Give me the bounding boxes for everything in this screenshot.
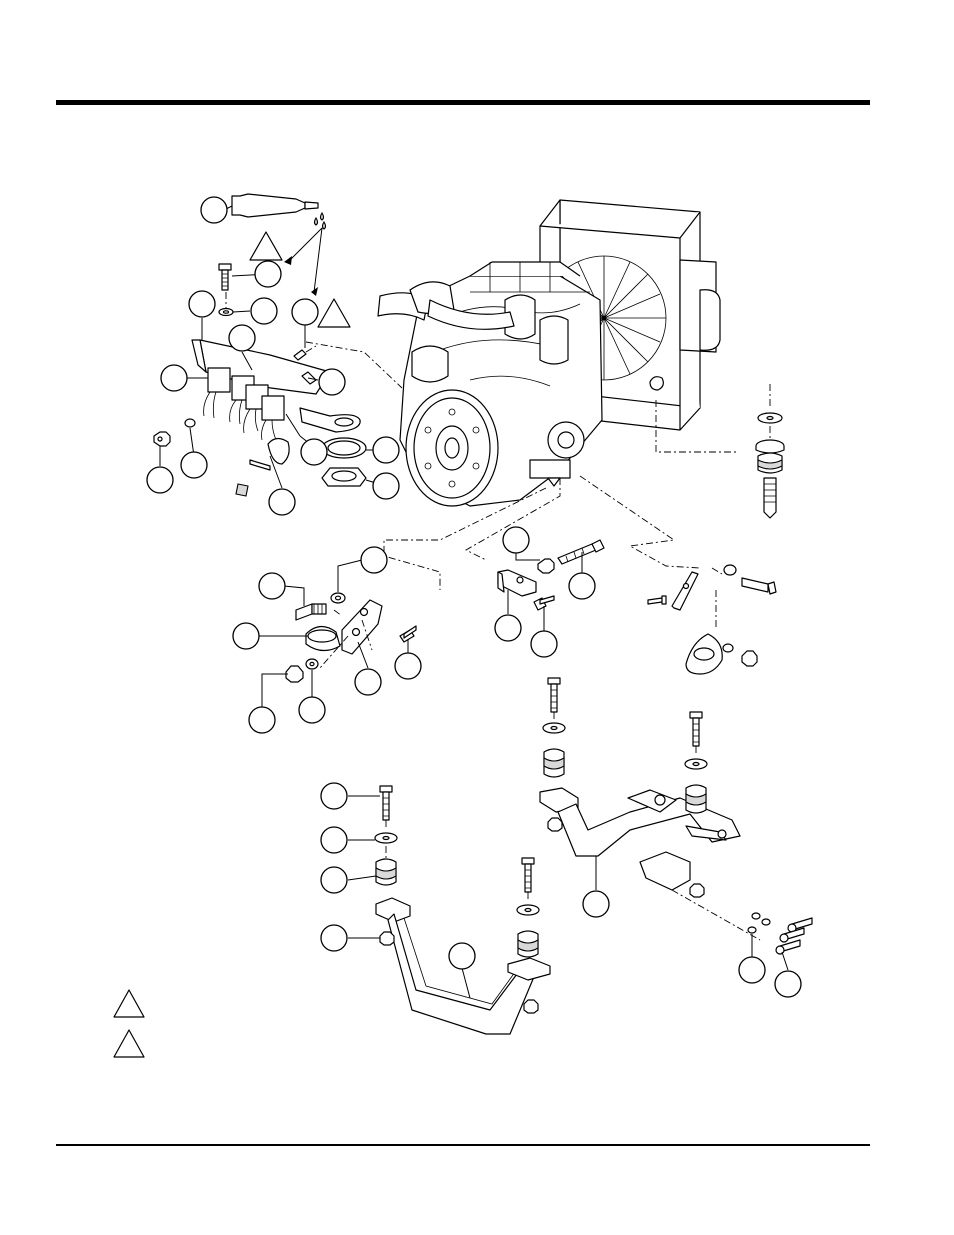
callout-bubble [319,369,345,395]
callout-bubble [503,527,529,553]
note-triangle-1 [250,232,282,260]
callout-bubble [249,707,275,733]
callout-bubble [201,197,227,223]
callout-bubble [373,437,399,463]
callout-bubble [355,669,381,695]
callout-bubble [269,489,295,515]
callout-bubble [321,867,347,893]
callout-bubble [181,452,207,478]
callout-bubble [301,439,327,465]
callout-bubble [233,623,259,649]
callout-bubble [569,573,595,599]
callout-bubble [321,827,347,853]
callout-bubble [361,547,387,573]
callout-bubble [251,298,277,324]
callout-bubble [321,925,347,951]
callout-bubble [583,891,609,917]
callout-bubble [229,325,255,351]
callout-bubble [292,299,318,325]
callout-bubble [739,957,765,983]
triangle-note-icon [114,1030,144,1057]
callout-bubble [495,615,521,641]
callout-bubble [189,291,215,317]
note-triangle-2 [318,299,350,327]
rear-engine-mount [540,678,812,954]
legend [114,990,144,1057]
callout-bubble [321,783,347,809]
callout-bubble [395,653,421,679]
triangle-note-icon [114,990,144,1017]
callout-bubble [147,467,173,493]
front-engine-mount [375,786,550,1034]
callout-bubble [449,943,475,969]
callout-bubble [373,473,399,499]
callout-bubble [531,631,557,657]
callout-bubble [775,971,801,997]
callout-bubble [259,573,285,599]
callout-bubble [255,261,281,287]
engine-with-radiator [378,200,720,506]
callout-bubble [161,365,187,391]
ground-lug-assembly [648,565,776,674]
callout-bubble [299,697,325,723]
